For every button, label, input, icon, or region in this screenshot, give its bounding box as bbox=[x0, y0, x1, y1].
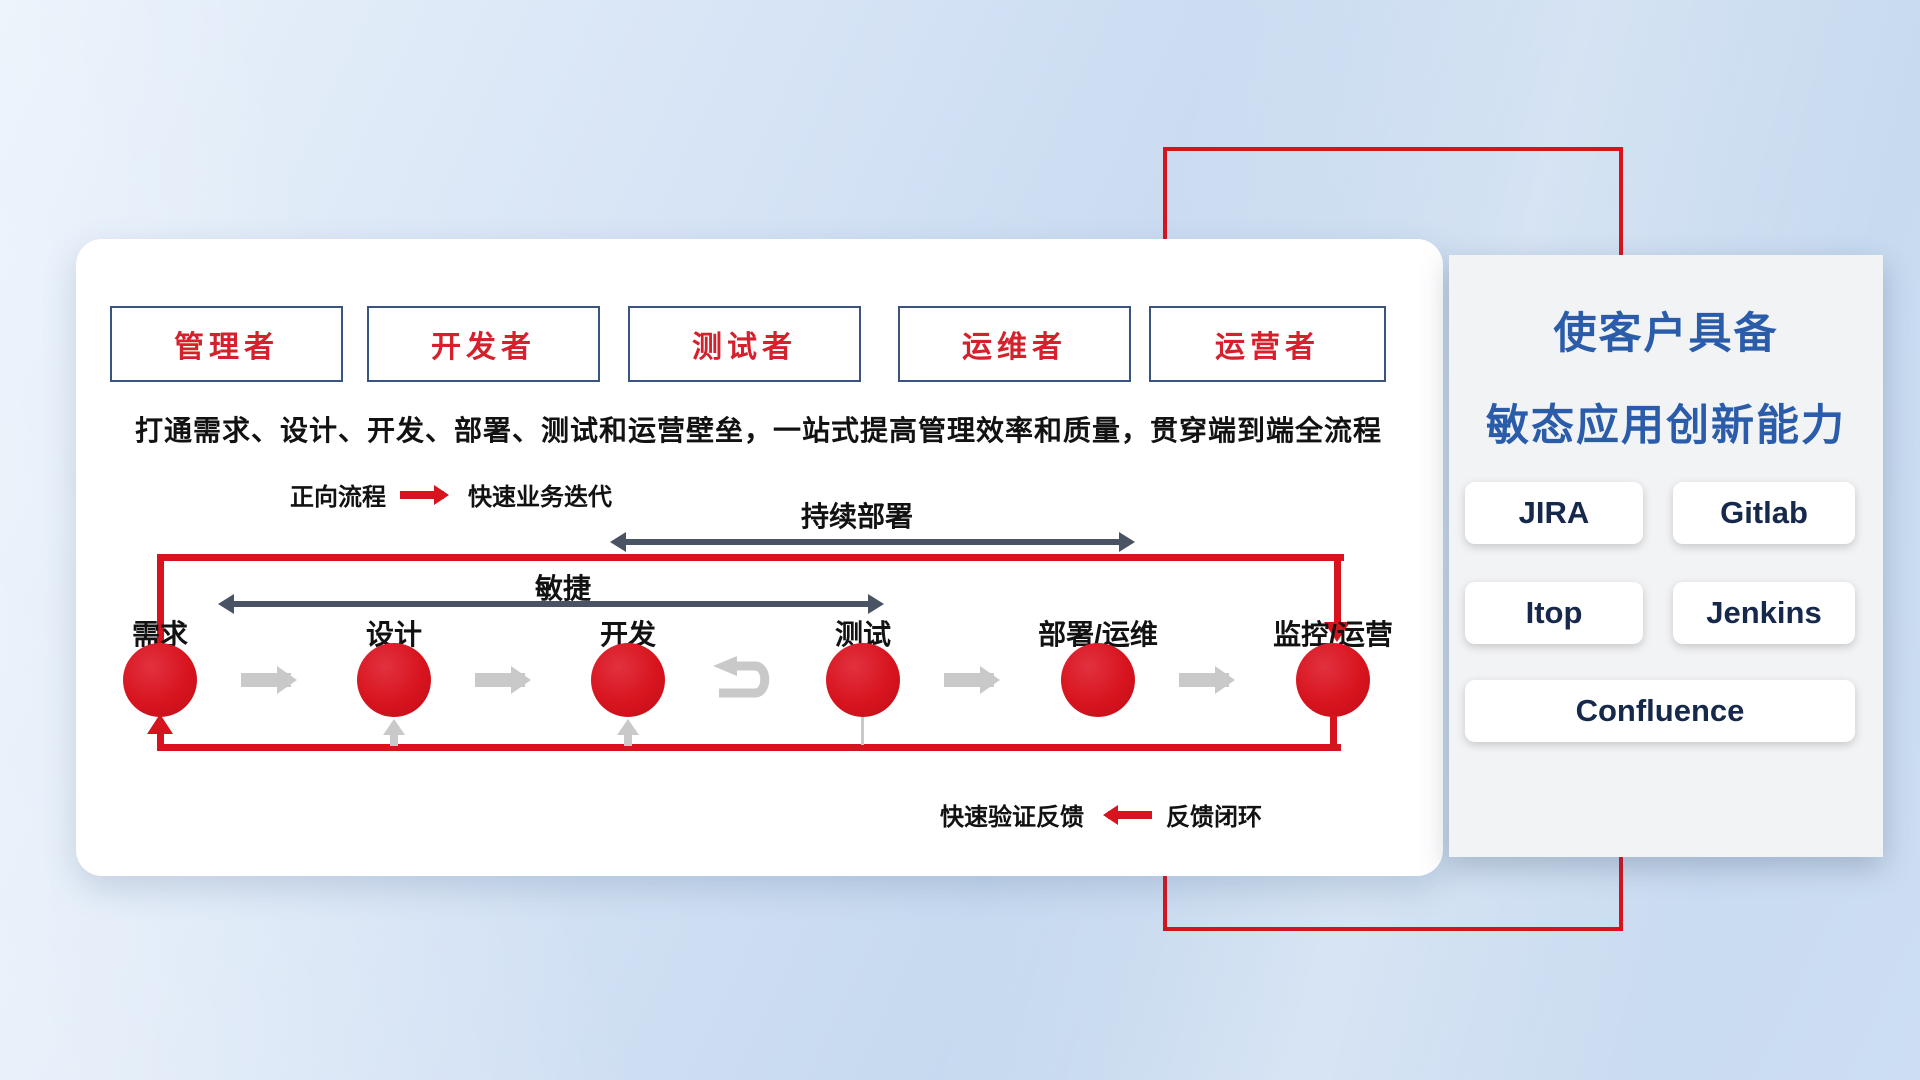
feedback-legend-desc: 反馈闭环 bbox=[1166, 804, 1262, 831]
continuous-deployment-arrow-icon bbox=[610, 532, 1135, 552]
iteration-loop-icon bbox=[713, 656, 770, 698]
feedback-flow-line-left bbox=[157, 733, 164, 747]
role-box-tester: 测试者 bbox=[628, 306, 861, 382]
forward-flow-line-top bbox=[157, 554, 1344, 561]
design-feedback-stem bbox=[390, 732, 398, 746]
agile-label: 敏捷 bbox=[534, 573, 592, 604]
tool-gitlab[interactable]: Gitlab bbox=[1673, 482, 1855, 544]
forward-arrowhead-down-icon bbox=[1324, 622, 1350, 642]
role-box-manager: 管理者 bbox=[110, 306, 343, 382]
forward-legend: 正向流程 快速业务迭代 bbox=[290, 477, 612, 512]
forward-legend-desc: 快速业务迭代 bbox=[468, 484, 612, 511]
flow-subtitle: 打通需求、设计、开发、部署、测试和运营壁垒，一站式提高管理效率和质量，贯穿端到端… bbox=[135, 415, 1383, 446]
feedback-flow-line-right bbox=[1330, 715, 1337, 751]
stage-node-monitor-ops bbox=[1296, 643, 1370, 717]
tool-jira[interactable]: JIRA bbox=[1465, 482, 1643, 544]
tool-confluence[interactable]: Confluence bbox=[1465, 680, 1855, 742]
agile-arrow-icon bbox=[218, 594, 884, 614]
forward-flow-line-left bbox=[157, 554, 164, 646]
role-box-developer: 开发者 bbox=[367, 306, 600, 382]
tool-itop[interactable]: Itop bbox=[1465, 582, 1643, 644]
panel-title-line2: 敏态应用创新能力 bbox=[1486, 402, 1846, 450]
feedback-legend-label: 快速验证反馈 bbox=[940, 804, 1084, 831]
stage-node-deploy-ops bbox=[1061, 643, 1135, 717]
forward-legend-label: 正向流程 bbox=[290, 484, 386, 511]
stage-node-design bbox=[357, 643, 431, 717]
forward-arrow-icon bbox=[400, 484, 449, 505]
test-feedback-connector bbox=[861, 717, 864, 745]
feedback-legend: 快速验证反馈 反馈闭环 bbox=[940, 797, 1262, 832]
flow-arrow-2-icon bbox=[475, 666, 531, 694]
feedback-flow-line-bottom bbox=[157, 744, 1341, 751]
stage-node-develop bbox=[591, 643, 665, 717]
flow-arrow-4-icon bbox=[1179, 666, 1235, 694]
stage-node-requirement bbox=[123, 643, 197, 717]
devops-flow-panel: 管理者 开发者 测试者 运维者 运营者 打通需求、设计、开发、部署、测试和运营壁… bbox=[76, 239, 1443, 876]
forward-flow-line-right bbox=[1334, 554, 1341, 622]
panel-title-line1: 使客户具备 bbox=[1553, 310, 1779, 358]
flow-arrow-3-icon bbox=[944, 666, 1000, 694]
stage-node-test bbox=[826, 643, 900, 717]
develop-feedback-stem bbox=[624, 732, 632, 746]
tool-jenkins[interactable]: Jenkins bbox=[1673, 582, 1855, 644]
design-feedback-arrowhead-icon bbox=[383, 719, 405, 735]
feedback-arrow-icon bbox=[1103, 804, 1152, 825]
develop-feedback-arrowhead-icon bbox=[617, 719, 639, 735]
flow-arrow-1-icon bbox=[241, 666, 297, 694]
feedback-arrowhead-up-icon bbox=[147, 714, 173, 734]
continuous-deployment-label: 持续部署 bbox=[800, 501, 914, 532]
role-box-operator: 运营者 bbox=[1149, 306, 1386, 382]
role-box-ops: 运维者 bbox=[898, 306, 1131, 382]
capability-panel: 使客户具备 敏态应用创新能力 JIRA Gitlab Itop Jenkins … bbox=[1449, 255, 1883, 857]
